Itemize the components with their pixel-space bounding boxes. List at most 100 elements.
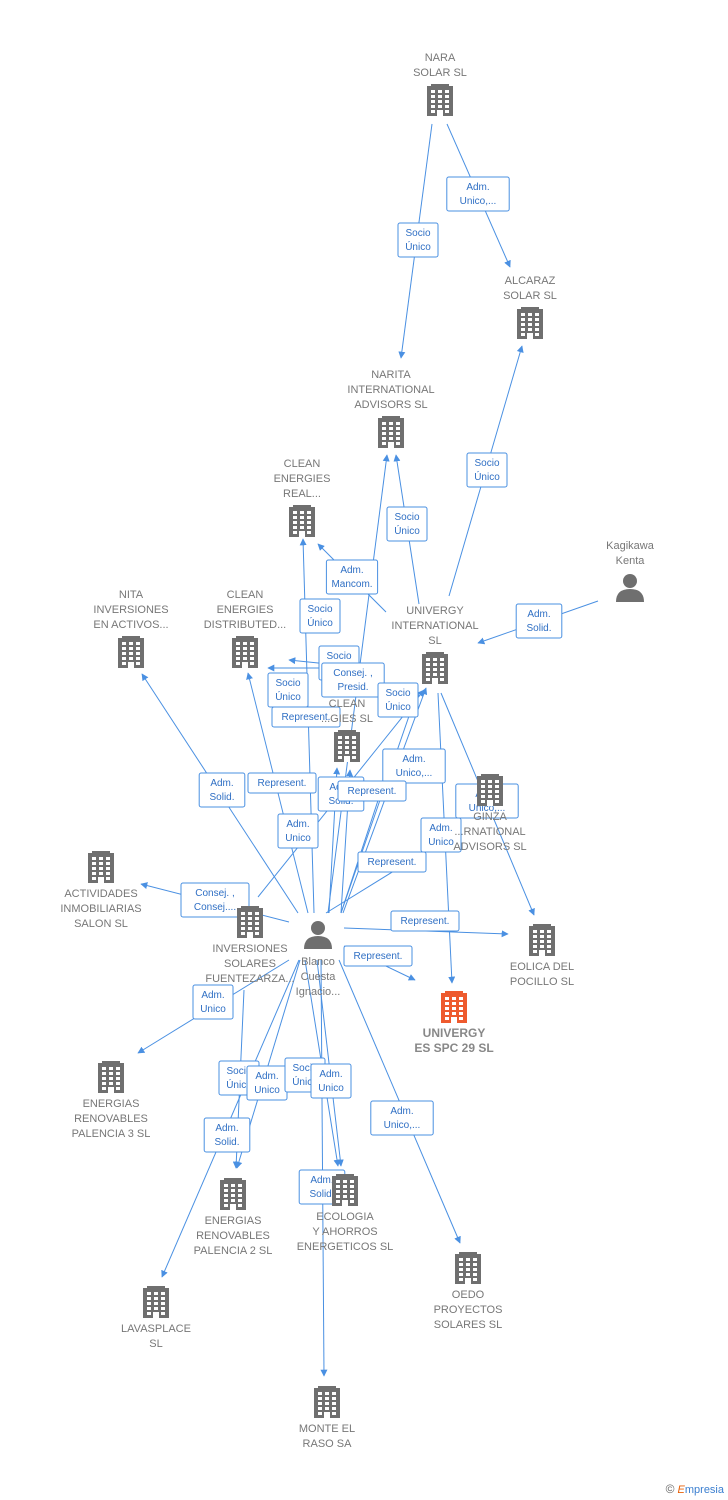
node-label: INMOBILIARIAS — [60, 903, 141, 915]
node-label: Kagikawa — [606, 540, 655, 552]
edge-label-text: Solid. — [214, 1137, 239, 1148]
building-icon — [314, 1386, 340, 1418]
node-label: POCILLO SL — [510, 976, 574, 988]
edge-label-box[interactable]: Adm.Solid. — [515, 603, 563, 639]
edge-label-text: Represent. — [258, 778, 307, 789]
building-icon — [289, 505, 315, 537]
node-label: ENERGIES — [217, 604, 274, 616]
edge-label-box[interactable]: Consej. ,Presid. — [321, 662, 385, 698]
edge-label-text: Único — [307, 616, 333, 629]
node-alcaraz[interactable]: ALCARAZ SOLAR SL — [503, 275, 557, 339]
node-label: RENOVABLES — [196, 1230, 270, 1242]
edge-label-text: Consej. , — [333, 668, 372, 679]
building-icon — [378, 416, 404, 448]
edge-label-box[interactable]: Adm.Unico — [246, 1065, 288, 1101]
node-eolica[interactable]: EOLICA DEL POCILLO SL — [510, 924, 574, 988]
edge-label-text: Consej.... — [194, 902, 236, 913]
edge-label-box[interactable]: Represent. — [271, 706, 341, 728]
building-icon — [529, 924, 555, 956]
edge-label-box[interactable]: Adm.Solid. — [203, 1117, 251, 1153]
edge-label-text: Represent. — [368, 857, 417, 868]
edge-label-text: Adm. — [390, 1106, 413, 1117]
edge-label-box[interactable]: Consej. ,Consej.... — [180, 882, 250, 918]
edge-label-box[interactable]: Adm.Unico,... — [382, 748, 446, 784]
edge-label-text: Adm. — [340, 565, 363, 576]
edge-label-text: Unico — [428, 837, 454, 848]
edge-label-box[interactable]: Adm.Unico — [192, 984, 234, 1020]
edge-label-text: Único — [226, 1078, 252, 1091]
edge-label-text: Socio — [326, 651, 351, 662]
node-label: EOLICA DEL — [510, 961, 574, 973]
building-icon — [334, 730, 360, 762]
node-ecologia[interactable]: ECOLOGIA Y AHORROS ENERGETICOS SL — [297, 1174, 394, 1253]
edge-label-box[interactable]: Represent. — [343, 945, 413, 967]
edge-label-text: Solid. — [209, 792, 234, 803]
node-label: ...RNATIONAL — [454, 826, 525, 838]
node-label: SOLAR SL — [413, 67, 467, 79]
edge-label-box[interactable]: Adm. Unico — [420, 817, 462, 853]
node-label: RENOVABLES — [74, 1113, 148, 1125]
node-cleanreal[interactable]: CLEANENERGIESREAL... — [274, 458, 331, 537]
node-label: INTERNATIONAL — [347, 384, 434, 396]
node-label: Cuesta — [301, 971, 337, 983]
node-label: ENERGETICOS SL — [297, 1241, 394, 1253]
edge-label-text: Adm. — [429, 823, 452, 834]
edge-label-box[interactable]: Adm. Solid. — [198, 772, 246, 808]
node-inversiones[interactable]: INVERSIONESSOLARESFUENTEZARZA... — [205, 906, 295, 985]
edge-label-box[interactable]: Adm.Mancom. — [325, 559, 379, 595]
node-label: SL — [149, 1338, 162, 1350]
node-cleandist[interactable]: CLEANENERGIESDISTRIBUTED... — [204, 589, 287, 668]
edge-label-box[interactable]: Represent. — [247, 772, 317, 794]
node-label: ACTIVIDADES — [64, 888, 137, 900]
node-label: FUENTEZARZA... — [205, 973, 294, 985]
node-label: Y AHORROS — [312, 1226, 377, 1238]
edge-label-box[interactable]: Represent. — [390, 910, 460, 932]
edge-label-box[interactable]: Adm. Unico — [310, 1063, 352, 1099]
edge-label-box[interactable]: Represent. — [337, 780, 407, 802]
edge-label-text: Adm. — [319, 1069, 342, 1080]
node-label: ALCARAZ — [505, 275, 556, 287]
node-label: ENERGIAS — [205, 1215, 262, 1227]
node-label: SOLAR SL — [503, 290, 557, 302]
empresia-footer[interactable]: © Empresia — [666, 1482, 724, 1496]
edge-label-box[interactable]: Adm.Unico — [277, 813, 319, 849]
node-label: ES SPC 29 SL — [414, 1041, 493, 1055]
node-label: SOLARES — [224, 958, 276, 970]
node-label: CLEAN — [227, 589, 264, 601]
building-icon — [98, 1061, 124, 1093]
node-label: CLEAN — [284, 458, 321, 470]
node-label: ADVISORS SL — [453, 841, 526, 853]
edge-label-text: Unico — [318, 1083, 344, 1094]
building-icon — [237, 906, 263, 938]
node-label: ECOLOGIA — [316, 1211, 374, 1223]
edge-label-text: Unico,... — [384, 1120, 421, 1131]
edge-label-box[interactable]: Adm. Unico,... — [370, 1100, 434, 1136]
building-icon — [477, 774, 503, 806]
edge-label-text: Único — [275, 690, 301, 703]
edge-label-box[interactable]: Represent. — [357, 851, 427, 873]
edge-label-text: Socio — [226, 1066, 251, 1077]
edge-label-text: Adm. — [210, 778, 233, 789]
node-cleansl[interactable]: CLEAN...GIES SL — [321, 698, 373, 762]
edge-label-box[interactable]: Adm.Unico,... — [446, 176, 510, 212]
node-blanco[interactable]: BlancoCuestaIgnacio... — [296, 921, 341, 998]
